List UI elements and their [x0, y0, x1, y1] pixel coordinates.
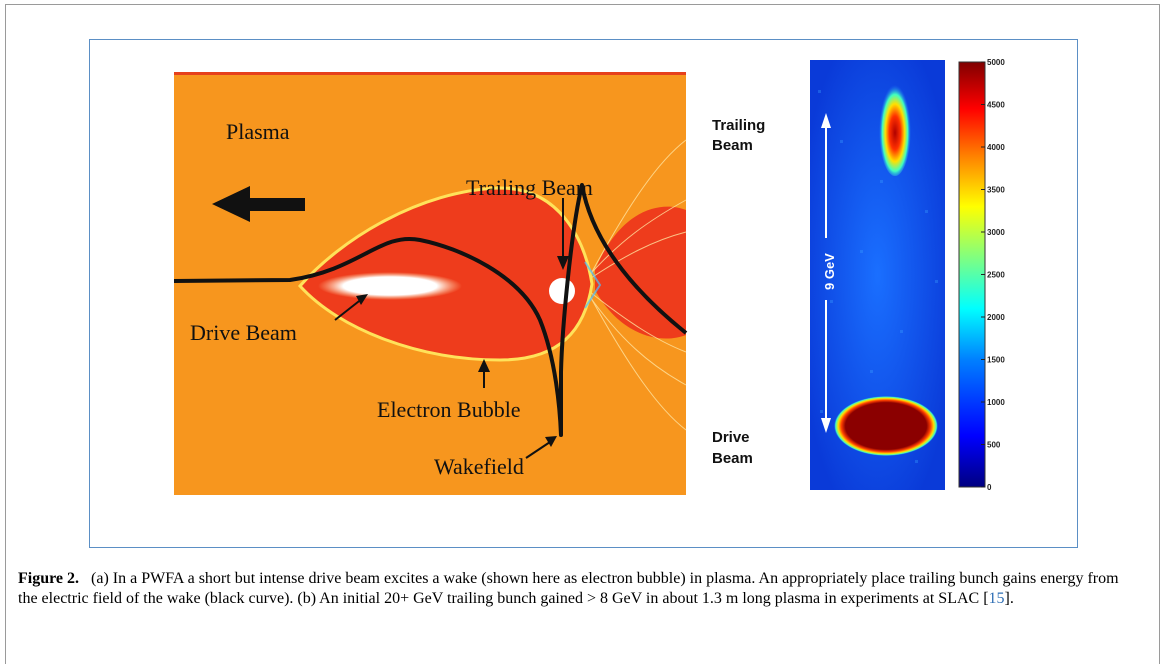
trailing-beam-spot — [549, 278, 575, 304]
bubble-tail-glow — [584, 261, 602, 309]
trailing-beam-spot-b — [879, 80, 911, 176]
colorbar-tick-label: 2000 — [987, 313, 1005, 322]
label-drive-beam-b-line1: Drive — [712, 429, 750, 446]
panel-a: Plasma Trailing Beam Drive Beam Electron… — [173, 72, 688, 495]
propagation-arrow-icon — [212, 186, 305, 222]
drive-beam-spot — [318, 272, 462, 300]
field-lines — [584, 139, 687, 431]
colorbar-tick-label: 4500 — [987, 101, 1005, 110]
colorbar-tick-label: 4000 — [987, 143, 1005, 152]
drive-beam-arrow-icon — [334, 294, 368, 321]
wakefield-curve — [173, 183, 688, 437]
panel-b: Trailing Beam Drive Beam 9 GeV 500045004… — [712, 58, 1005, 492]
label-drive-beam: Drive Beam — [190, 320, 297, 345]
colorbar-tick-label: 3500 — [987, 186, 1005, 195]
label-trailing-beam-b-line1: Trailing — [712, 117, 765, 134]
colorbar-tick-label: 3000 — [987, 228, 1005, 237]
caption-label: Figure 2. — [18, 570, 80, 587]
colorbar-tick-label: 5000 — [987, 58, 1005, 67]
electron-bubble — [297, 186, 594, 362]
page-frame — [5, 4, 1160, 664]
wakefield-arrow-icon — [525, 436, 557, 459]
label-energy: 9 GeV — [822, 253, 837, 290]
figure-box — [89, 39, 1078, 548]
energy-arrow-down-icon — [821, 300, 831, 433]
colorbar — [958, 61, 986, 488]
label-wakefield: Wakefield — [434, 454, 524, 479]
energy-arrow-up-icon — [821, 113, 831, 238]
trailing-beam-arrow-icon — [557, 198, 569, 270]
label-trailing-beam-b-line2: Beam — [712, 137, 753, 154]
label-drive-beam-b-line2: Beam — [712, 450, 753, 467]
colorbar-tick-label: 2500 — [987, 271, 1005, 280]
caption-ref-link[interactable]: 15 — [988, 589, 1005, 607]
caption-text-1: (a) In a PWFA a short but intense drive … — [18, 570, 1119, 607]
electron-bubble-arrow-icon — [478, 359, 490, 388]
figure-caption: Figure 2. (a) In a PWFA a short but inte… — [18, 569, 1128, 608]
label-trailing-beam: Trailing Beam — [466, 175, 593, 200]
label-plasma: Plasma — [226, 119, 290, 144]
plasma-top-edge — [174, 72, 686, 75]
drive-beam-spot-b — [834, 396, 938, 456]
colorbar-tick-label: 0 — [987, 483, 992, 492]
label-electron-bubble: Electron Bubble — [377, 397, 521, 422]
colorbar-tick-label: 1500 — [987, 356, 1005, 365]
colorbar-tick-label: 1000 — [987, 398, 1005, 407]
caption-text-2: ]. — [1004, 589, 1014, 607]
colorbar-tick-label: 500 — [987, 441, 1001, 450]
